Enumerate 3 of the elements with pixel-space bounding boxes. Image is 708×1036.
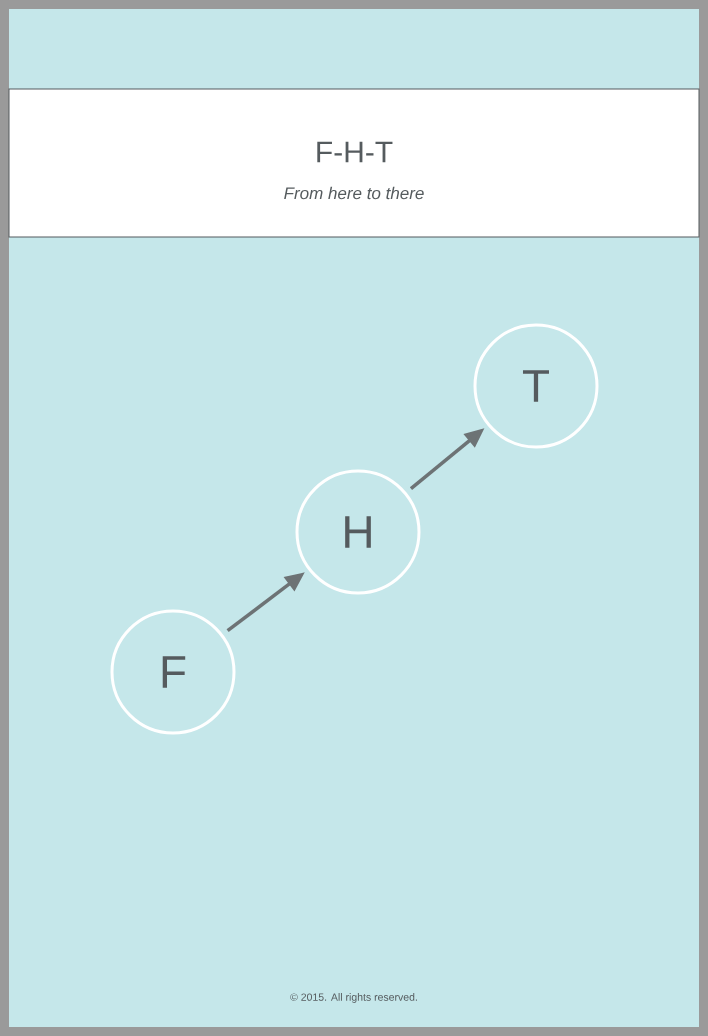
copyright-notice: © 2015. All rights reserved.	[290, 993, 417, 1003]
subtitle: From here to there	[284, 186, 424, 200]
title: F-H-T	[317, 141, 393, 163]
